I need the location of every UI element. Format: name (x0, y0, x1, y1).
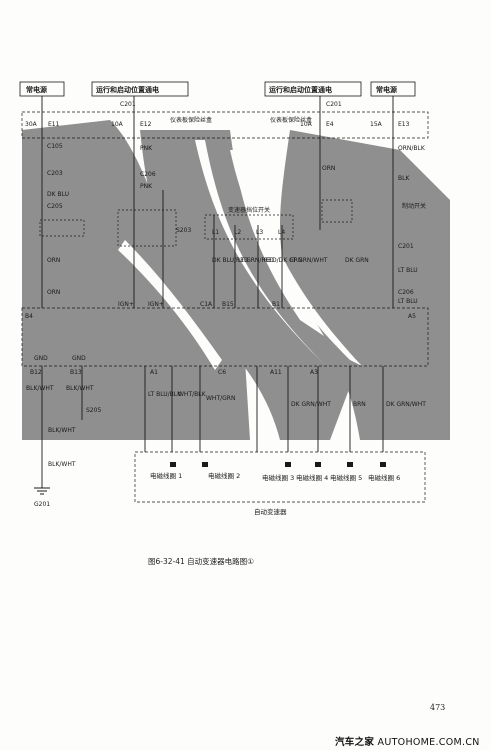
watermark-en: AUTOHOME.COM.CN (377, 737, 480, 748)
label-pnk2: PNK (140, 183, 153, 190)
label-l1: L1 (212, 229, 219, 236)
label-wht-blk: WHT/BLK (178, 391, 207, 398)
label-lt-blu-blk: LT BLU/BLK (148, 391, 182, 398)
label-orn-blk: ORN/BLK (398, 145, 426, 152)
label-sol1: 电磁线圈 1 (150, 471, 182, 480)
watermark-cn: 汽车之家 (335, 737, 375, 748)
label-orn2: ORN (47, 257, 60, 264)
label-b4: B4 (25, 313, 33, 320)
label-sol2: 电磁线圈 2 (208, 471, 240, 480)
label-orn: ORN (322, 165, 335, 172)
label-c206-right: C206 (398, 289, 414, 296)
label-s205: S205 (86, 407, 101, 414)
label-ign: IGN+ (118, 301, 134, 308)
label-e11: E11 (48, 121, 60, 128)
label-gnd2: GND (72, 355, 86, 362)
label-blk: BLK (398, 175, 410, 182)
label-g201: G201 (34, 501, 50, 508)
label-brake-switch: 制动开关 (402, 202, 426, 210)
label-l3: L3 (256, 229, 263, 236)
label-range-switch: 变速器挡位开关 (228, 206, 270, 214)
label-fuse-10a-b: 10A (300, 121, 313, 128)
grey-wedge-mid (140, 130, 360, 440)
label-auto-trans: 自动变速器 (254, 507, 287, 516)
label-c6: C6 (218, 369, 226, 376)
label-lt-grn-wht: LT GRN/WHT (290, 257, 328, 264)
label-c201: C201 (120, 101, 136, 108)
label-dk-blu-red: DK BLU/RED (212, 257, 249, 264)
label-l2: L2 (234, 229, 241, 236)
label-blk-wht4: BLK/WHT (48, 461, 76, 468)
label-sol6: 电磁线圈 6 (368, 473, 400, 482)
label-dk-grn-wht: DK GRN/WHT (291, 401, 331, 408)
grey-wedge-right (280, 130, 450, 440)
label-lt-blu: LT BLU (398, 267, 418, 274)
label-b1: B1 (272, 301, 280, 308)
label-b13: B13 (70, 369, 82, 376)
label-c206: C206 (140, 171, 156, 178)
label-fuse-box-left: 仪表板保险丝盒 (170, 116, 212, 124)
label-l4: L4 (278, 229, 285, 236)
label-c203: C203 (47, 170, 63, 177)
label-c1a: C1A (200, 301, 213, 308)
label-blk-wht3: BLK/WHT (48, 427, 76, 434)
watermark: 汽车之家 AUTOHOME.COM.CN (335, 734, 480, 748)
label-dk-grn: DK GRN (345, 257, 369, 264)
label-c105: C105 (47, 143, 63, 150)
label-sol4: 电磁线圈 4 (296, 473, 328, 482)
label-wht-grn: WHT/GRN (206, 395, 235, 402)
label-gnd1: GND (34, 355, 48, 362)
label-b15: B15 (222, 301, 234, 308)
label-dk-blu: DK BLU (47, 191, 69, 198)
label-blk-wht: BLK/WHT (26, 385, 54, 392)
label-top-right: 常电源 (376, 85, 397, 94)
label-top-left: 常电源 (26, 85, 47, 94)
label-pnk: PNK (140, 145, 153, 152)
label-a11: A11 (270, 369, 282, 376)
label-a1: A1 (150, 369, 158, 376)
label-c201b: C201 (326, 101, 342, 108)
label-lt-blu2: LT BLU (398, 298, 418, 305)
grey-wedge-left (22, 120, 250, 440)
label-e4: E4 (326, 121, 334, 128)
label-sol3: 电磁线圈 3 (262, 473, 294, 482)
label-lt-grn-red: LT GRN/RED (238, 257, 274, 264)
label-s203: S203 (176, 227, 191, 234)
label-orn3: ORN (47, 289, 60, 296)
label-a5: A5 (408, 313, 416, 320)
label-e13: E13 (398, 121, 410, 128)
label-sol5: 电磁线圈 5 (330, 473, 362, 482)
label-fuse-30a: 30A (25, 121, 38, 128)
label-top-mid-right: 运行和启动位置通电 (269, 85, 332, 94)
label-fuse-box-mid: 仪表板保险丝盒 (270, 116, 312, 124)
page-number: 473 (430, 703, 446, 712)
label-brn: BRN (353, 401, 366, 408)
label-fuse-15a: 15A (370, 121, 383, 128)
label-e12: E12 (140, 121, 152, 128)
label-ign2: IGN+ (148, 301, 164, 308)
label-fuse-10a-a: 10A (111, 121, 124, 128)
label-c201-right: C201 (398, 243, 414, 250)
label-top-mid-left: 运行和启动位置通电 (96, 85, 159, 94)
label-b12: B12 (30, 369, 42, 376)
label-blk-wht2: BLK/WHT (66, 385, 94, 392)
figure-caption: 图6-32-41 自动变速器电路图① (148, 557, 254, 566)
label-c205: C205 (47, 203, 63, 210)
label-dk-grn-wht2: DK GRN/WHT (386, 401, 426, 408)
label-a3: A3 (310, 369, 318, 376)
label-red-dk-grn: RED/DK GRN (264, 257, 302, 264)
